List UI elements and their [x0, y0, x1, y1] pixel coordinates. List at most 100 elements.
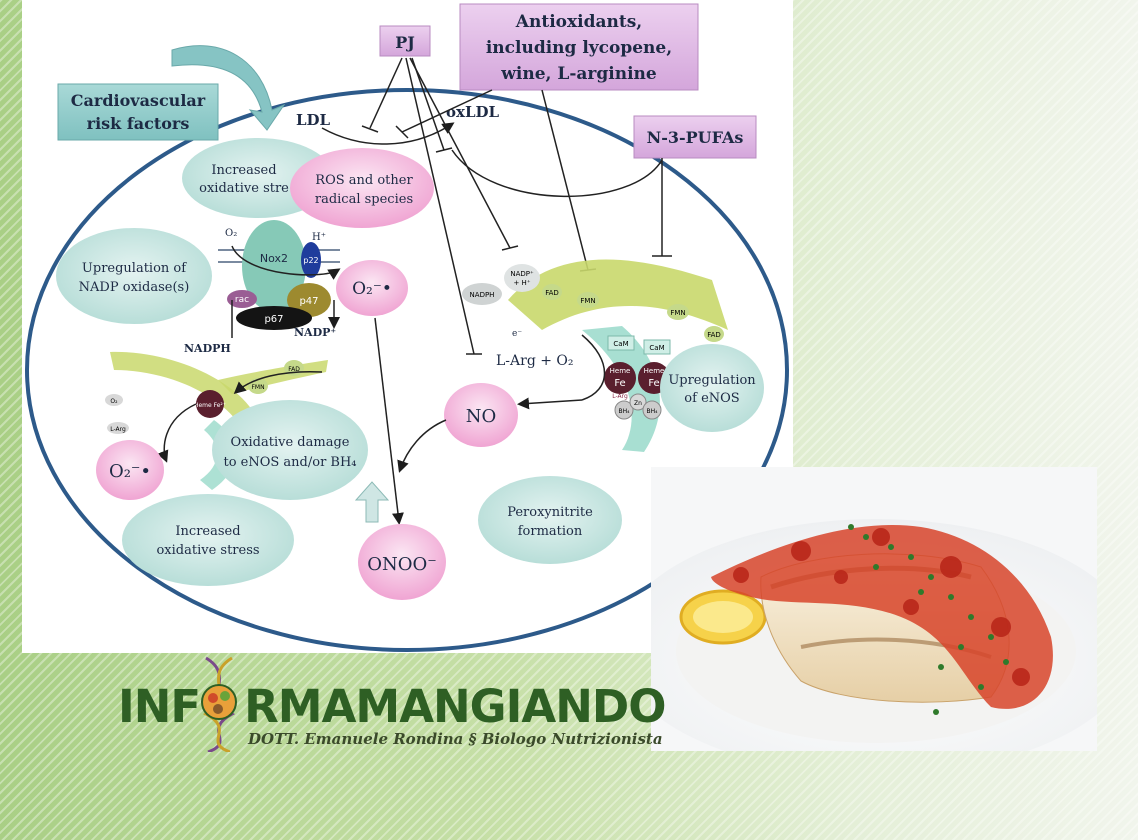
enos-cam-left: CaM: [613, 340, 628, 348]
superoxide-2-blob: [96, 440, 164, 500]
brand-suffix: RMAMANGIANDO: [244, 680, 666, 733]
nox2-label: Nox2: [260, 252, 288, 265]
nox2-o2-label: O₂: [225, 228, 237, 239]
p22-label: p22: [303, 256, 318, 265]
rac-shape: [227, 290, 257, 308]
oxldl-label: oxLDL: [446, 103, 500, 121]
damage-hollow-arrow: [354, 481, 390, 523]
oxidative-damage-line2: to eNOS and/or BH₄: [223, 455, 356, 470]
grilled-fish-image: [651, 467, 1097, 751]
left-heme-label: Heme Fe²⁺: [194, 402, 226, 409]
no-formation-arrow: [517, 397, 583, 410]
peroxynitrite-line1: Peroxynitrite: [507, 505, 593, 520]
upregulation-enos-line1: Upregulation: [668, 373, 756, 388]
oxidative-stress-bottom-line2: oxidative stress: [156, 543, 259, 558]
oxidative-stress-bottom-blob: [122, 494, 294, 586]
no-to-onoo-arrow: [397, 419, 447, 473]
oxidative-stress-bottom-line1: Increased: [175, 524, 240, 539]
enos-fe-right: Fe: [648, 378, 659, 389]
enos-cam-right: CaM: [649, 344, 664, 352]
larg-arrow-curve: [581, 334, 606, 401]
enos-complex: FAD FMN FMN FAD CaM CaM Heme Fe Heme Fe …: [508, 259, 728, 452]
food-photo: [651, 467, 1097, 751]
enos-bh4-left: BH₄: [618, 408, 630, 415]
onoo-blob: [358, 524, 446, 600]
left-o2: O₂: [110, 398, 118, 405]
nadp-plus-label: NADP⁺: [294, 326, 336, 339]
risk-arrow: [171, 45, 286, 131]
enos-larg: L-Arg: [612, 393, 628, 400]
enos-fad-left: FAD: [545, 289, 559, 297]
antioxidants-box: [459, 3, 699, 91]
upregulation-enos-line2: of eNOS: [684, 391, 739, 406]
p47-label: p47: [299, 296, 318, 307]
risk-factors-box: [57, 83, 219, 141]
oxidative-stress-top-line1: Increased: [211, 163, 276, 178]
nadph-label: NADPH: [184, 342, 231, 355]
upregulation-nadp-blob: [56, 228, 212, 324]
enos-heme-left: Heme: [610, 367, 631, 375]
informamangiando-logo: INF RMAMANGIANDO DOTT. Emanuele Rondina §…: [118, 656, 666, 756]
ros-line1: ROS and other: [315, 173, 413, 188]
peroxynitrite-line2: formation: [518, 524, 583, 539]
nox2-complex: Nox2 p22 rac p47 p67: [218, 220, 340, 330]
h-plus-label: H⁺: [312, 232, 326, 243]
oxidative-stress-top-line2: oxidative stre: [199, 181, 289, 196]
enos-fmn-left: FMN: [580, 297, 595, 305]
nox2-shape: [242, 220, 306, 312]
p22-shape: [301, 242, 321, 278]
left-larg: L-Arg: [110, 426, 126, 433]
left-fad: FAD: [288, 366, 300, 373]
ldl-oxidation-arrow: [321, 122, 455, 145]
enos-heme-right: Heme: [644, 367, 665, 375]
enos-fe-left: Fe: [614, 378, 625, 389]
superoxide-1-blob: [336, 260, 408, 316]
nox2-o2-arrow: [231, 245, 341, 280]
pj-label: PJ: [395, 33, 415, 52]
no-label: NO: [466, 406, 497, 427]
left-electron-arrow: [233, 370, 323, 394]
n3-pufas-label: N-3-PUFAs: [647, 128, 744, 147]
enos-fad-right: FAD: [707, 331, 721, 339]
oxidative-stress-diagram: Cardiovascular risk factors PJ Antioxida…: [22, 0, 793, 653]
ros-line2: radical species: [315, 192, 413, 207]
p67-shape: [236, 306, 312, 330]
upregulation-enos-blob: [660, 344, 764, 432]
oxidative-damage-blob: [212, 400, 368, 500]
nadph-right-blob: [462, 283, 502, 305]
diagram-canvas: Cardiovascular risk factors PJ Antioxida…: [25, 3, 789, 652]
brand-wordmark: INF RMAMANGIANDO: [118, 680, 666, 733]
dna-helix-icon: [201, 656, 237, 752]
larg-o2-label: L-Arg + O₂: [496, 353, 574, 369]
brand-prefix: INF: [118, 680, 201, 733]
p67-label: p67: [264, 314, 283, 325]
left-fmn: FMN: [251, 384, 264, 391]
upregulation-nadp-line1: Upregulation of: [82, 261, 187, 276]
nadp-h-line2: + H⁺: [513, 279, 530, 287]
enos-fmn-right: FMN: [670, 309, 685, 317]
ros-blob: [290, 148, 434, 228]
superoxide-to-onoo-arrow: [374, 317, 404, 525]
upregulation-nadp-line2: NADP oxidase(s): [79, 280, 190, 295]
p47-shape: [287, 283, 331, 317]
left-superoxide-arrow: [157, 403, 197, 463]
no-blob: [444, 383, 518, 447]
ldl-label: LDL: [296, 111, 331, 129]
oxidative-damage-line1: Oxidative damage: [231, 435, 350, 450]
peroxynitrite-blob: [478, 476, 622, 564]
risk-factors-line1: Cardiovascular: [71, 91, 206, 110]
antioxidants-line3: wine, L-arginine: [500, 64, 657, 84]
brand-subtitle: DOTT. Emanuele Rondina § Biologo Nutrizi…: [248, 730, 663, 748]
nadph-right-label: NADPH: [470, 291, 495, 299]
nadp-h-line1: NADP⁺: [510, 270, 534, 278]
risk-factors-line2: risk factors: [87, 114, 190, 133]
e-minus-label: e⁻: [512, 329, 522, 339]
rac-label: rac: [235, 295, 249, 305]
onoo-label: ONOO⁻: [367, 554, 437, 575]
enos-bh4-right: BH₄: [646, 408, 658, 415]
antioxidants-line1: Antioxidants,: [515, 12, 642, 32]
superoxide-2-label: O₂⁻•: [109, 461, 151, 482]
pj-box: [379, 25, 431, 57]
enos-zn: Zn: [634, 400, 642, 407]
